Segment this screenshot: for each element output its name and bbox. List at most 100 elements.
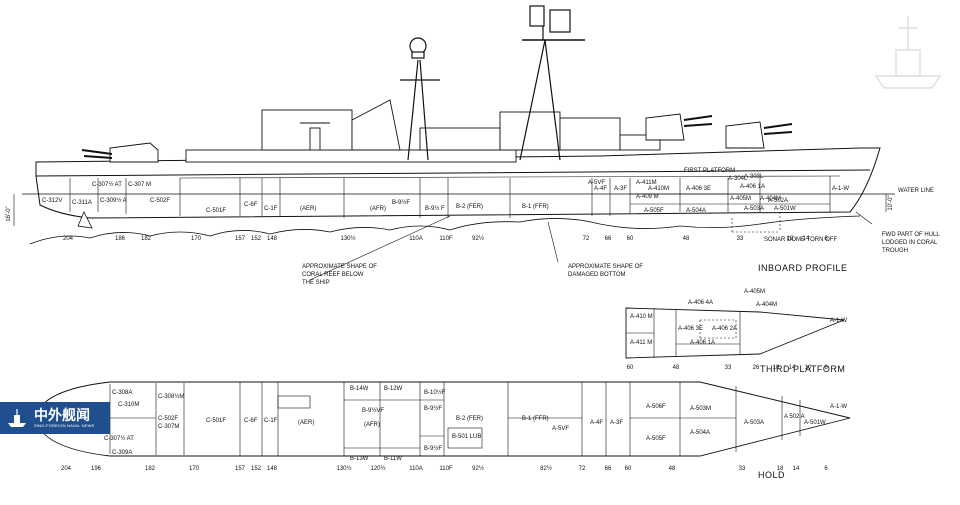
profile-compartment-10: (AFR) bbox=[370, 206, 386, 212]
third-compartment-0: A-410 M bbox=[630, 314, 653, 320]
hold-frame-8: 120½ bbox=[370, 465, 385, 472]
fwd-hull-note-1: FWD PART OF HULL bbox=[882, 232, 940, 238]
hold-compartment-4: C-307M bbox=[158, 424, 179, 430]
profile-frame-4: 157 bbox=[235, 236, 246, 242]
coral-note-2: CORAL REEF BELOW bbox=[302, 272, 364, 278]
hold-frame-15: 60 bbox=[625, 466, 632, 472]
third-frame-7: 6 bbox=[824, 365, 828, 371]
forward-gun-turrets bbox=[645, 113, 793, 149]
profile-compartment-15: A-5VF bbox=[588, 180, 605, 186]
hold-frame-19: 14 bbox=[793, 466, 800, 472]
third-frame-6: 10 bbox=[805, 365, 812, 371]
profile-frame-13: 60 bbox=[627, 236, 634, 242]
warship-watermark-icon bbox=[868, 6, 948, 98]
hold-compartment-13: B-9½VF bbox=[362, 407, 384, 414]
profile-compartment-13: B-2 (FER) bbox=[456, 204, 483, 210]
hold-compartment-18: B-9½F bbox=[424, 405, 442, 412]
profile-compartment-19: A-410M bbox=[648, 186, 669, 192]
profile-frame-11: 72 bbox=[583, 236, 590, 242]
third-compartment-1: A-411 M bbox=[630, 340, 652, 346]
profile-compartment-18: A-411M bbox=[636, 180, 657, 186]
profile-frame-3: 170 bbox=[191, 236, 202, 242]
profile-frame-6: 148 bbox=[267, 236, 278, 242]
profile-compartment-32: A-1-W bbox=[832, 186, 849, 192]
third-compartment-7: A-406 1A bbox=[690, 340, 715, 346]
profile-frame-5: 152 bbox=[251, 236, 262, 242]
forward-mast bbox=[519, 5, 585, 161]
profile-compartment-8: C-1F bbox=[264, 206, 278, 212]
hold-compartment-30: A-503A bbox=[744, 420, 764, 426]
third-frame-2: 33 bbox=[725, 365, 732, 371]
hold-compartment-25: A-3F bbox=[610, 420, 623, 426]
rudder bbox=[77, 211, 93, 229]
hold-compartment-6: C-309A bbox=[112, 450, 132, 456]
profile-compartment-31: A-501W bbox=[774, 206, 796, 212]
profile-compartment-1: C-311A bbox=[72, 200, 92, 206]
profile-frame-15: 33 bbox=[737, 236, 744, 242]
hold-frame-12: 82½ bbox=[540, 465, 552, 472]
profile-compartment-5: C-502F bbox=[150, 198, 170, 204]
damage-note-1: APPROXIMATE SHAPE OF bbox=[568, 264, 643, 270]
sonar-note: SONAR DOME TORN OFF bbox=[764, 237, 837, 243]
profile-compartment-17: A-3F bbox=[614, 186, 627, 192]
hold-compartment-32: A-501W bbox=[804, 420, 826, 426]
profile-frame-8: 110A bbox=[409, 236, 423, 242]
hold-frame-6: 148 bbox=[267, 466, 278, 472]
logo-en: SINO-FOREIGN NAVAL NEWS bbox=[34, 422, 95, 428]
hold-frame-7: 130½ bbox=[336, 465, 351, 472]
coral-note-1: APPROXIMATE SHAPE OF bbox=[302, 264, 377, 270]
hold-compartment-7: C-501F bbox=[206, 418, 226, 424]
profile-frame-16: 18 bbox=[787, 236, 794, 242]
hold-frame-10: 110F bbox=[439, 466, 453, 472]
hold-compartment-31: A 502 A bbox=[784, 414, 805, 420]
hold-frame-0: 204 bbox=[61, 466, 72, 472]
hold-compartment-14: (AFR) bbox=[364, 422, 380, 428]
coral-note-3: THE SHIP bbox=[302, 280, 330, 286]
profile-compartment-11: B-9½F bbox=[392, 199, 410, 206]
hold-frame-14: 66 bbox=[605, 466, 612, 472]
profile-compartment-21: A-406 3E bbox=[686, 186, 711, 192]
hold-compartment-21: B-2 (FER) bbox=[456, 416, 483, 422]
hold-compartment-26: A-506F bbox=[646, 404, 666, 410]
profile-compartment-20: A-409 M bbox=[636, 194, 659, 200]
logo-cn: 中外舰闻 bbox=[34, 406, 90, 423]
profile-compartment-22: A-304L bbox=[728, 176, 748, 182]
profile-compartment-23: A-303L bbox=[744, 174, 764, 180]
hold-compartment-28: A-503M bbox=[690, 406, 711, 412]
profile-frame-12: 66 bbox=[605, 236, 612, 242]
hold-compartment-1: C-308½M bbox=[158, 393, 184, 400]
profile-compartment-29: A-502A bbox=[768, 198, 788, 204]
fwd-hull-note-2: LODGED IN CORAL bbox=[882, 240, 938, 246]
hull-outline bbox=[35, 147, 881, 219]
third-platform-title: THIRD PLATFORM bbox=[760, 364, 845, 374]
hold-frame-16: 48 bbox=[669, 466, 676, 472]
profile-compartment-12: B-9½ F bbox=[425, 205, 445, 212]
profile-frame-9: 110F bbox=[439, 236, 453, 242]
hold-compartment-23: A-5VF bbox=[552, 426, 569, 432]
profile-compartment-16: A-4F bbox=[594, 186, 607, 192]
third-frame-0: 60 bbox=[627, 365, 634, 371]
third-frame-1: 48 bbox=[673, 365, 680, 371]
hold-compartment-10: (AER) bbox=[298, 420, 314, 426]
hold-frame-5: 152 bbox=[251, 466, 262, 472]
hold-frame-2: 182 bbox=[145, 466, 156, 472]
profile-frame-1: 186 bbox=[115, 236, 126, 242]
hold-compartment-16: B-11W bbox=[384, 456, 402, 462]
hold-compartment-17: B-10½F bbox=[424, 389, 446, 396]
hold-compartment-15: B-13W bbox=[350, 456, 369, 462]
hold-compartment-12: B-12W bbox=[384, 386, 403, 392]
superstructure bbox=[185, 99, 661, 163]
profile-compartment-25: A-405M bbox=[730, 196, 751, 202]
third-frame-3: 26 bbox=[753, 365, 760, 371]
profile-compartment-28: A-504A bbox=[686, 208, 706, 214]
third-compartment-8: A-1-W bbox=[830, 318, 847, 324]
hold-compartment-8: C-6F bbox=[244, 418, 258, 424]
profile-compartment-27: A-505F bbox=[644, 208, 664, 214]
hold-frame-18: 18 bbox=[777, 466, 784, 472]
profile-compartment-14: B-1 (FFR) bbox=[522, 204, 549, 210]
third-compartment-6: A-406 2A bbox=[712, 326, 737, 332]
profile-compartment-7: C-6F bbox=[244, 202, 258, 208]
hold-frame-13: 72 bbox=[579, 466, 586, 472]
hold-compartment-22: B-1 (FFR) bbox=[522, 416, 549, 422]
